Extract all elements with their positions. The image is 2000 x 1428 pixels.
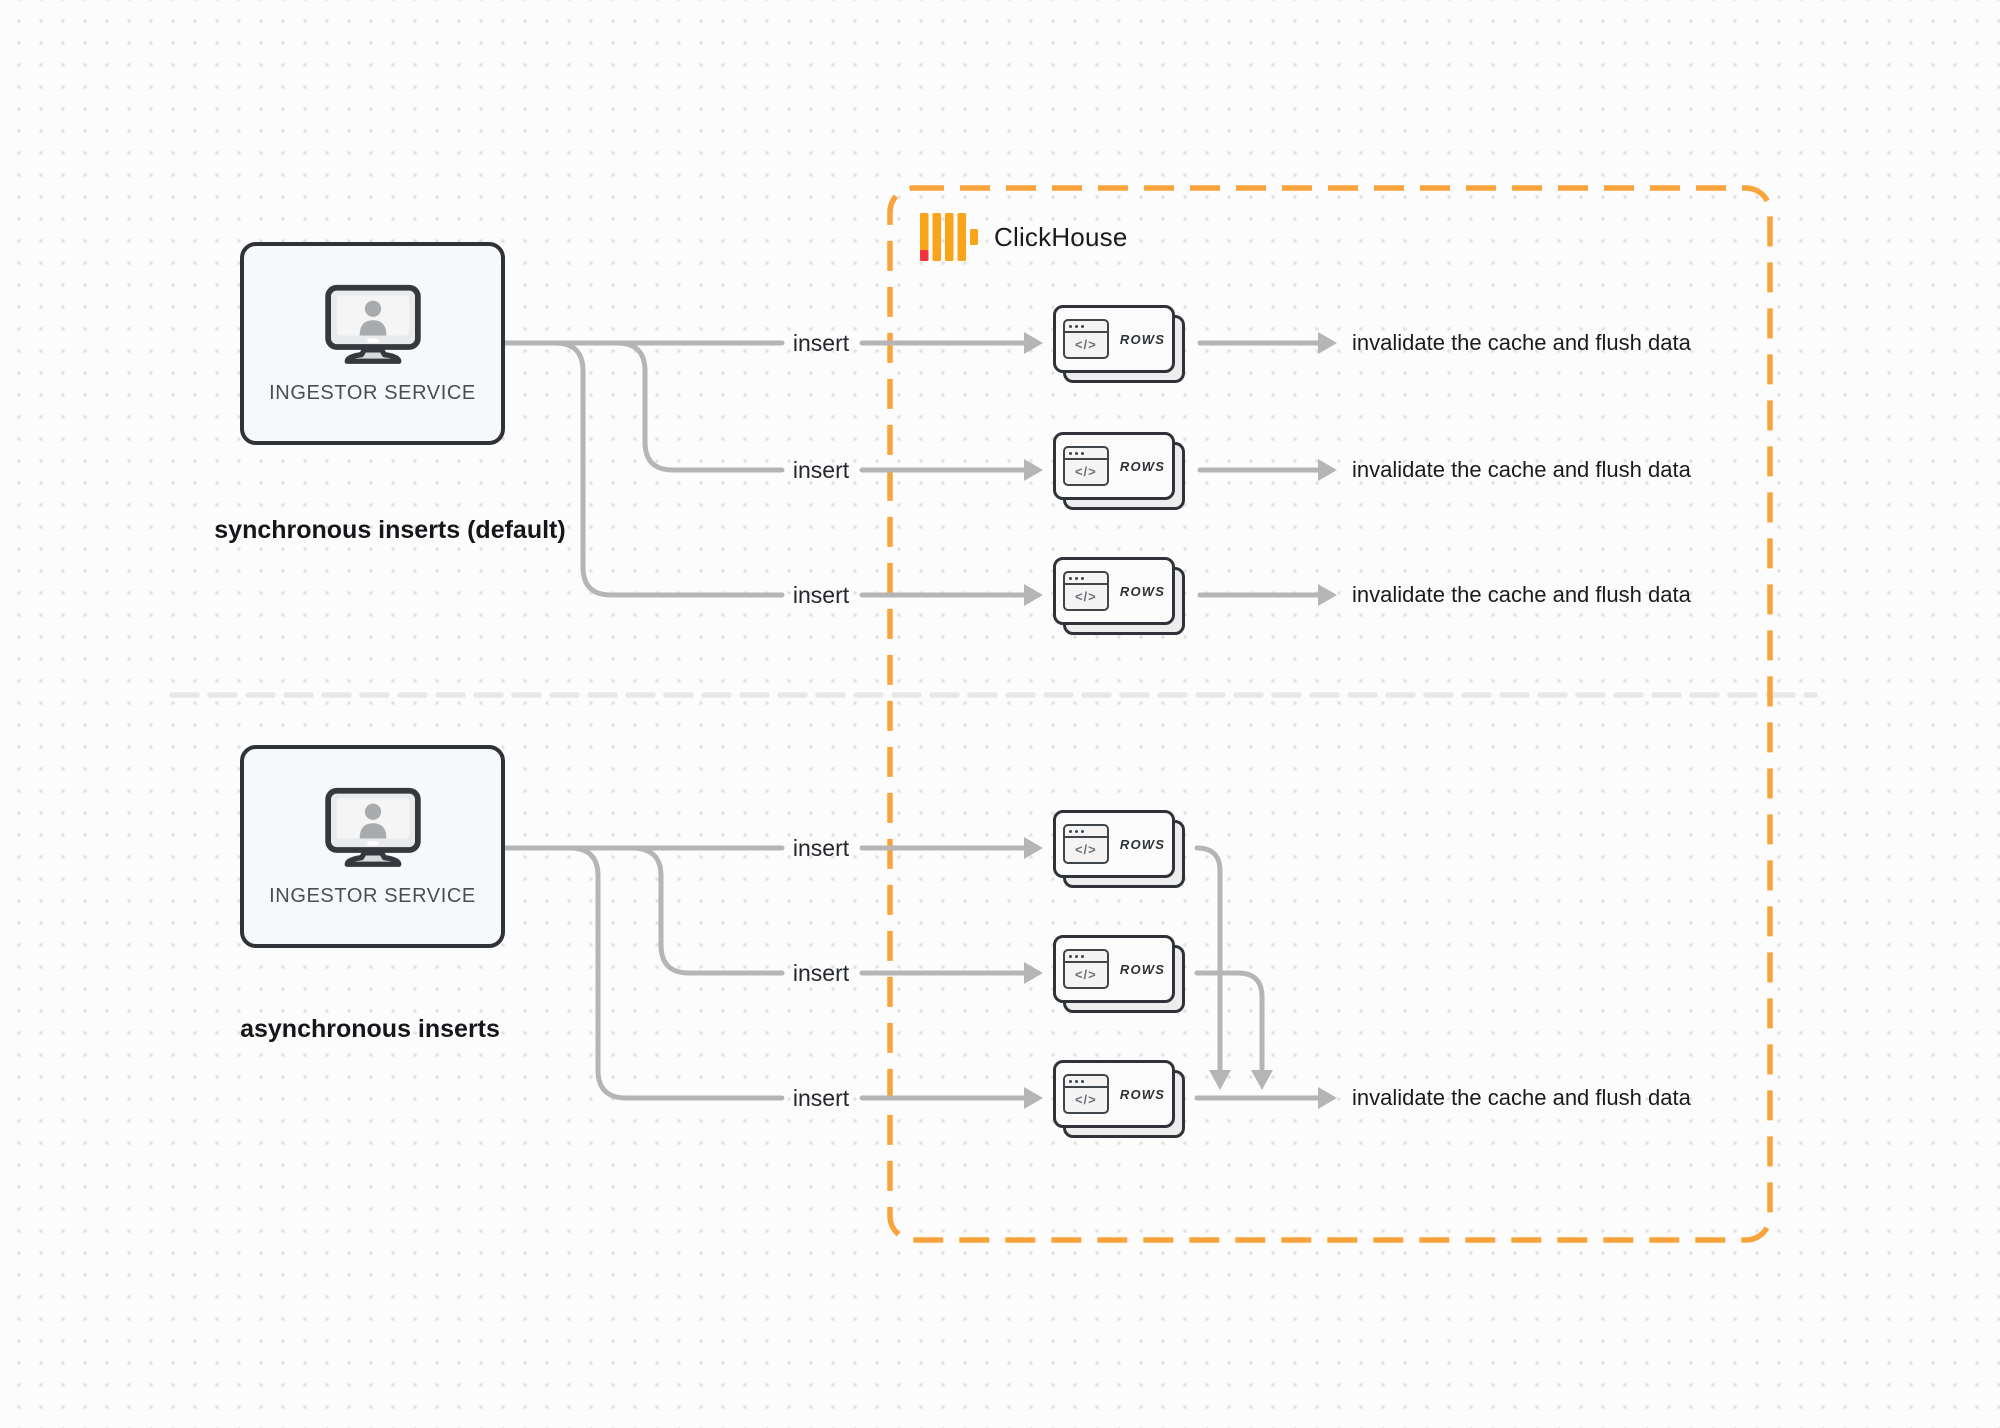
code-window-icon: </> [1062,446,1109,486]
rows-card: </> ROWS [1053,557,1185,635]
card-stack-front: </> ROWS [1053,432,1175,500]
arrowhead-down [1209,1070,1231,1090]
code-window-icon: </> [1062,824,1109,864]
result-label: invalidate the cache and flush data [1352,457,1691,482]
insert-label: insert [792,330,850,356]
arrowhead [1318,584,1337,606]
async-section-label: asynchronous inserts [240,1015,500,1043]
sync-branch-row3 [552,340,785,598]
card-stack-front: </> ROWS [1053,557,1175,625]
rows-card: </> ROWS [1053,305,1185,383]
insert-label: insert [792,457,850,483]
rows-label: ROWS [1119,961,1166,977]
rows-card: </> ROWS [1053,432,1185,510]
async-merge-line-1 [1194,845,1223,1073]
code-window-icon: </> [1062,949,1109,989]
result-label: invalidate the cache and flush data [1352,330,1691,355]
async-branch-row3 [567,845,785,1101]
sync-branch-row2 [614,340,785,473]
rows-label: ROWS [1119,331,1166,347]
code-window-icon: </> [1062,571,1109,611]
rows-label: ROWS [1119,1086,1166,1102]
arrowhead [1318,1087,1337,1109]
ingestor-box-async: INGESTOR SERVICE [240,745,505,948]
clickhouse-label: ClickHouse [994,221,1128,252]
user-monitor-icon [324,787,421,867]
rows-label: ROWS [1119,836,1166,852]
arrowhead [1024,584,1043,606]
insert-label: insert [792,960,850,986]
arrowhead [1024,332,1043,354]
rows-label: ROWS [1119,583,1166,599]
arrowhead [1024,1087,1043,1109]
arrowheads [1024,332,1337,1109]
ingestor-box-sync: INGESTOR SERVICE [240,242,505,445]
card-stack-front: </> ROWS [1053,935,1175,1003]
result-label: invalidate the cache and flush data [1352,1085,1691,1110]
arrowhead [1024,459,1043,481]
code-window-icon: </> [1062,319,1109,359]
rows-card: </> ROWS [1053,1060,1185,1138]
insert-label: insert [792,582,850,608]
sync-section-label: synchronous inserts (default) [214,516,566,544]
rows-card: </> ROWS [1053,935,1185,1013]
ingestor-label: INGESTOR SERVICE [269,381,476,404]
insert-label: insert [792,1085,850,1111]
result-label: invalidate the cache and flush data [1352,582,1691,607]
card-stack-front: </> ROWS [1053,1060,1175,1128]
connector-lines [502,340,1321,1101]
card-stack-front: </> ROWS [1053,810,1175,878]
code-window-icon: </> [1062,1074,1109,1114]
clickhouse-logo-icon [920,213,978,261]
rows-label: ROWS [1119,458,1166,474]
rows-card: </> ROWS [1053,810,1185,888]
arrowhead [1318,459,1337,481]
arrowhead [1024,962,1043,984]
async-branch-row2 [629,845,785,976]
clickhouse-brand: ClickHouse [920,212,1128,262]
arrowhead-down [1251,1070,1273,1090]
clickhouse-boundary-box [887,185,1773,1243]
user-monitor-icon [324,284,421,364]
async-merge-line-2 [1194,970,1265,1073]
arrowhead [1024,837,1043,859]
card-stack-front: </> ROWS [1053,305,1175,373]
ingestor-label: INGESTOR SERVICE [269,884,476,907]
arrowhead [1318,332,1337,354]
insert-label: insert [792,835,850,861]
